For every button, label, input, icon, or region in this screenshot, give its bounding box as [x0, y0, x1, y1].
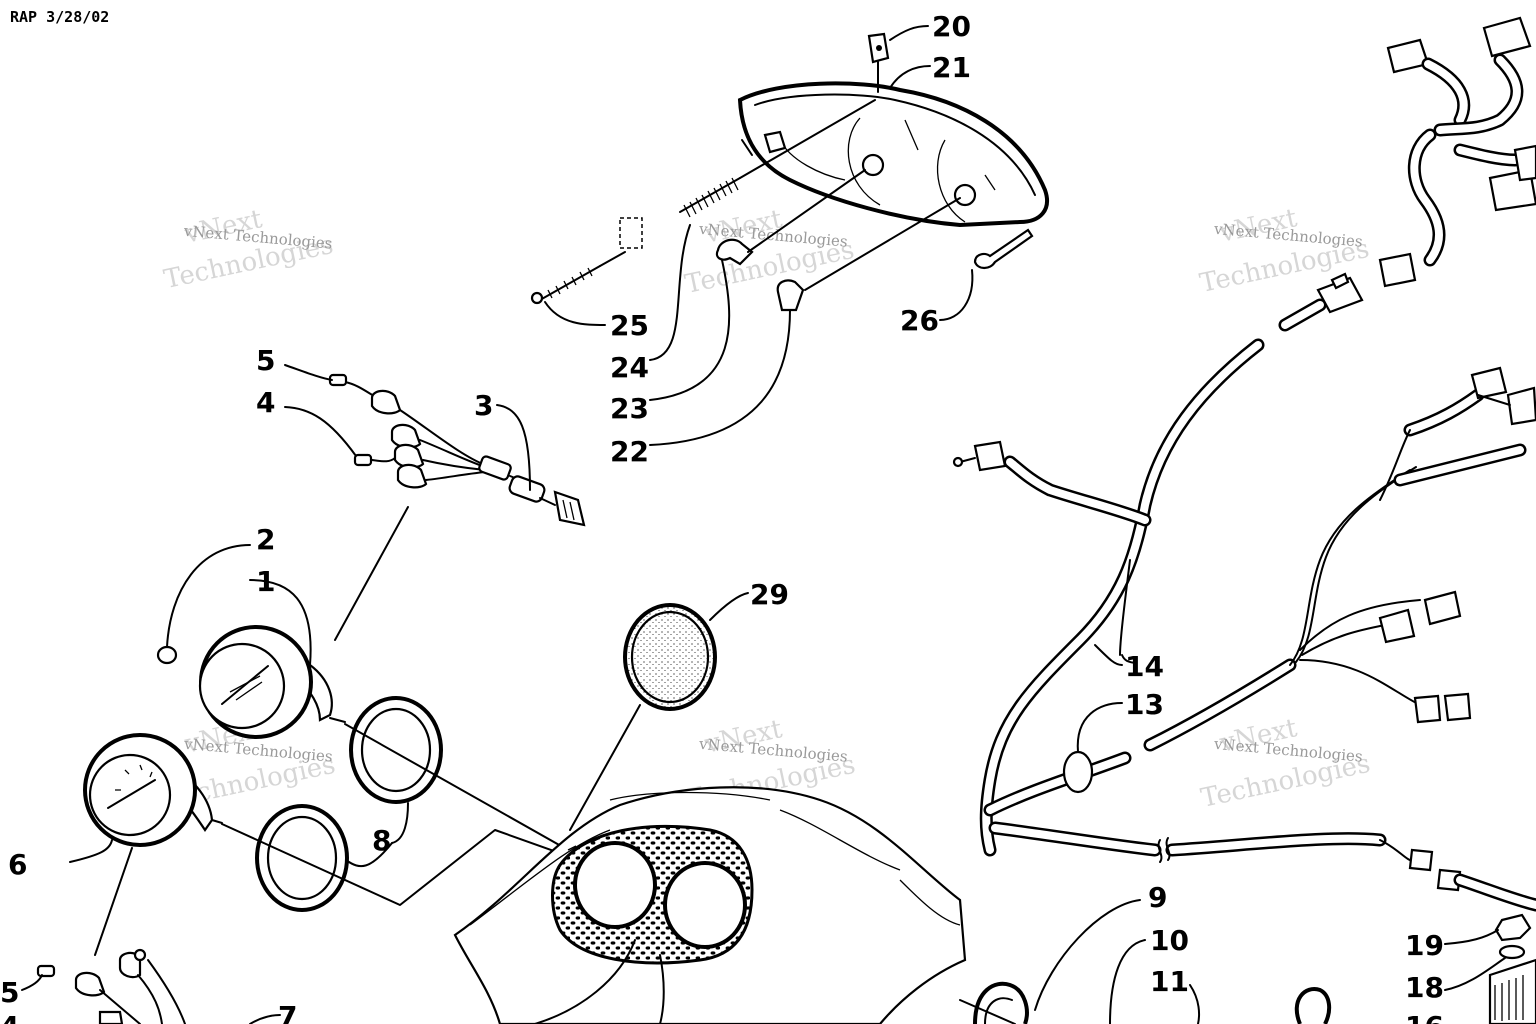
bezel-8-lower — [255, 804, 349, 912]
callout-5-lower: 5 — [0, 976, 19, 1009]
callout-11: 11 — [1150, 965, 1189, 998]
bulb-socket-22 — [649, 197, 961, 446]
gauge-harness-lower — [21, 948, 281, 1024]
leader-gauge-harness-lower — [94, 847, 133, 956]
leader-11 — [1189, 984, 1200, 1024]
nut-19 — [1444, 913, 1532, 945]
callout-25: 25 — [610, 309, 649, 342]
callout-1: 1 — [256, 565, 275, 598]
callout-26: 26 — [900, 304, 939, 337]
callout-21: 21 — [932, 51, 971, 84]
leader-3 — [496, 404, 531, 491]
leader-8 — [391, 802, 409, 844]
callout-4-lower: 4 — [0, 1010, 19, 1024]
main-wire-harness-14 — [952, 272, 1536, 912]
leader-5 — [284, 364, 333, 381]
headlight-housing — [737, 81, 1049, 228]
gauge-1 — [198, 625, 346, 739]
instrument-panel — [453, 786, 967, 1024]
callout-24: 24 — [610, 351, 649, 384]
leader-21 — [889, 65, 931, 89]
callout-2: 2 — [256, 523, 275, 556]
leader-4 — [284, 406, 357, 457]
callout-5: 5 — [256, 344, 275, 377]
callout-18: 18 — [1405, 971, 1444, 1004]
retainer-clip-20 — [867, 25, 929, 93]
callout-22: 22 — [610, 435, 649, 468]
callout-19: 19 — [1405, 929, 1444, 962]
bulb-23 — [649, 169, 866, 401]
callout-3: 3 — [474, 389, 493, 422]
lens-29 — [569, 592, 749, 831]
callout-6: 6 — [8, 848, 27, 881]
callout-8: 8 — [372, 824, 391, 857]
leader-10 — [1109, 939, 1146, 1024]
doc-reference: RAP 3/28/02 — [10, 8, 109, 26]
callout-13: 13 — [1125, 688, 1164, 721]
callout-16: 16 — [1405, 1010, 1444, 1024]
clip-11 — [1294, 987, 1332, 1024]
callout-10: 10 — [1150, 924, 1189, 957]
callout-14: 14 — [1125, 650, 1164, 683]
callout-4: 4 — [256, 386, 275, 419]
bezel-8-upper — [349, 696, 443, 804]
leader-14 — [1094, 644, 1123, 666]
adjuster-spring-24 — [679, 99, 876, 218]
leader-harness-gauge — [334, 506, 409, 641]
module-16 — [1488, 958, 1536, 1024]
clamp-9 — [973, 899, 1141, 1024]
gauge-6 — [69, 733, 223, 863]
pin-26 — [939, 228, 1034, 321]
callout-23: 23 — [610, 392, 649, 425]
adjuster-bolt-25 — [530, 217, 643, 326]
gauge-harness-3 — [328, 373, 586, 527]
callout-20: 20 — [932, 10, 971, 43]
washer-18 — [1444, 944, 1526, 991]
callout-7: 7 — [278, 1000, 297, 1024]
callout-29: 29 — [750, 578, 789, 611]
leader-24 — [649, 224, 691, 361]
harness-top-right — [1378, 16, 1536, 288]
gauge-indicator-2 — [156, 544, 251, 665]
callout-9: 9 — [1148, 881, 1167, 914]
leader-1 — [249, 579, 312, 666]
